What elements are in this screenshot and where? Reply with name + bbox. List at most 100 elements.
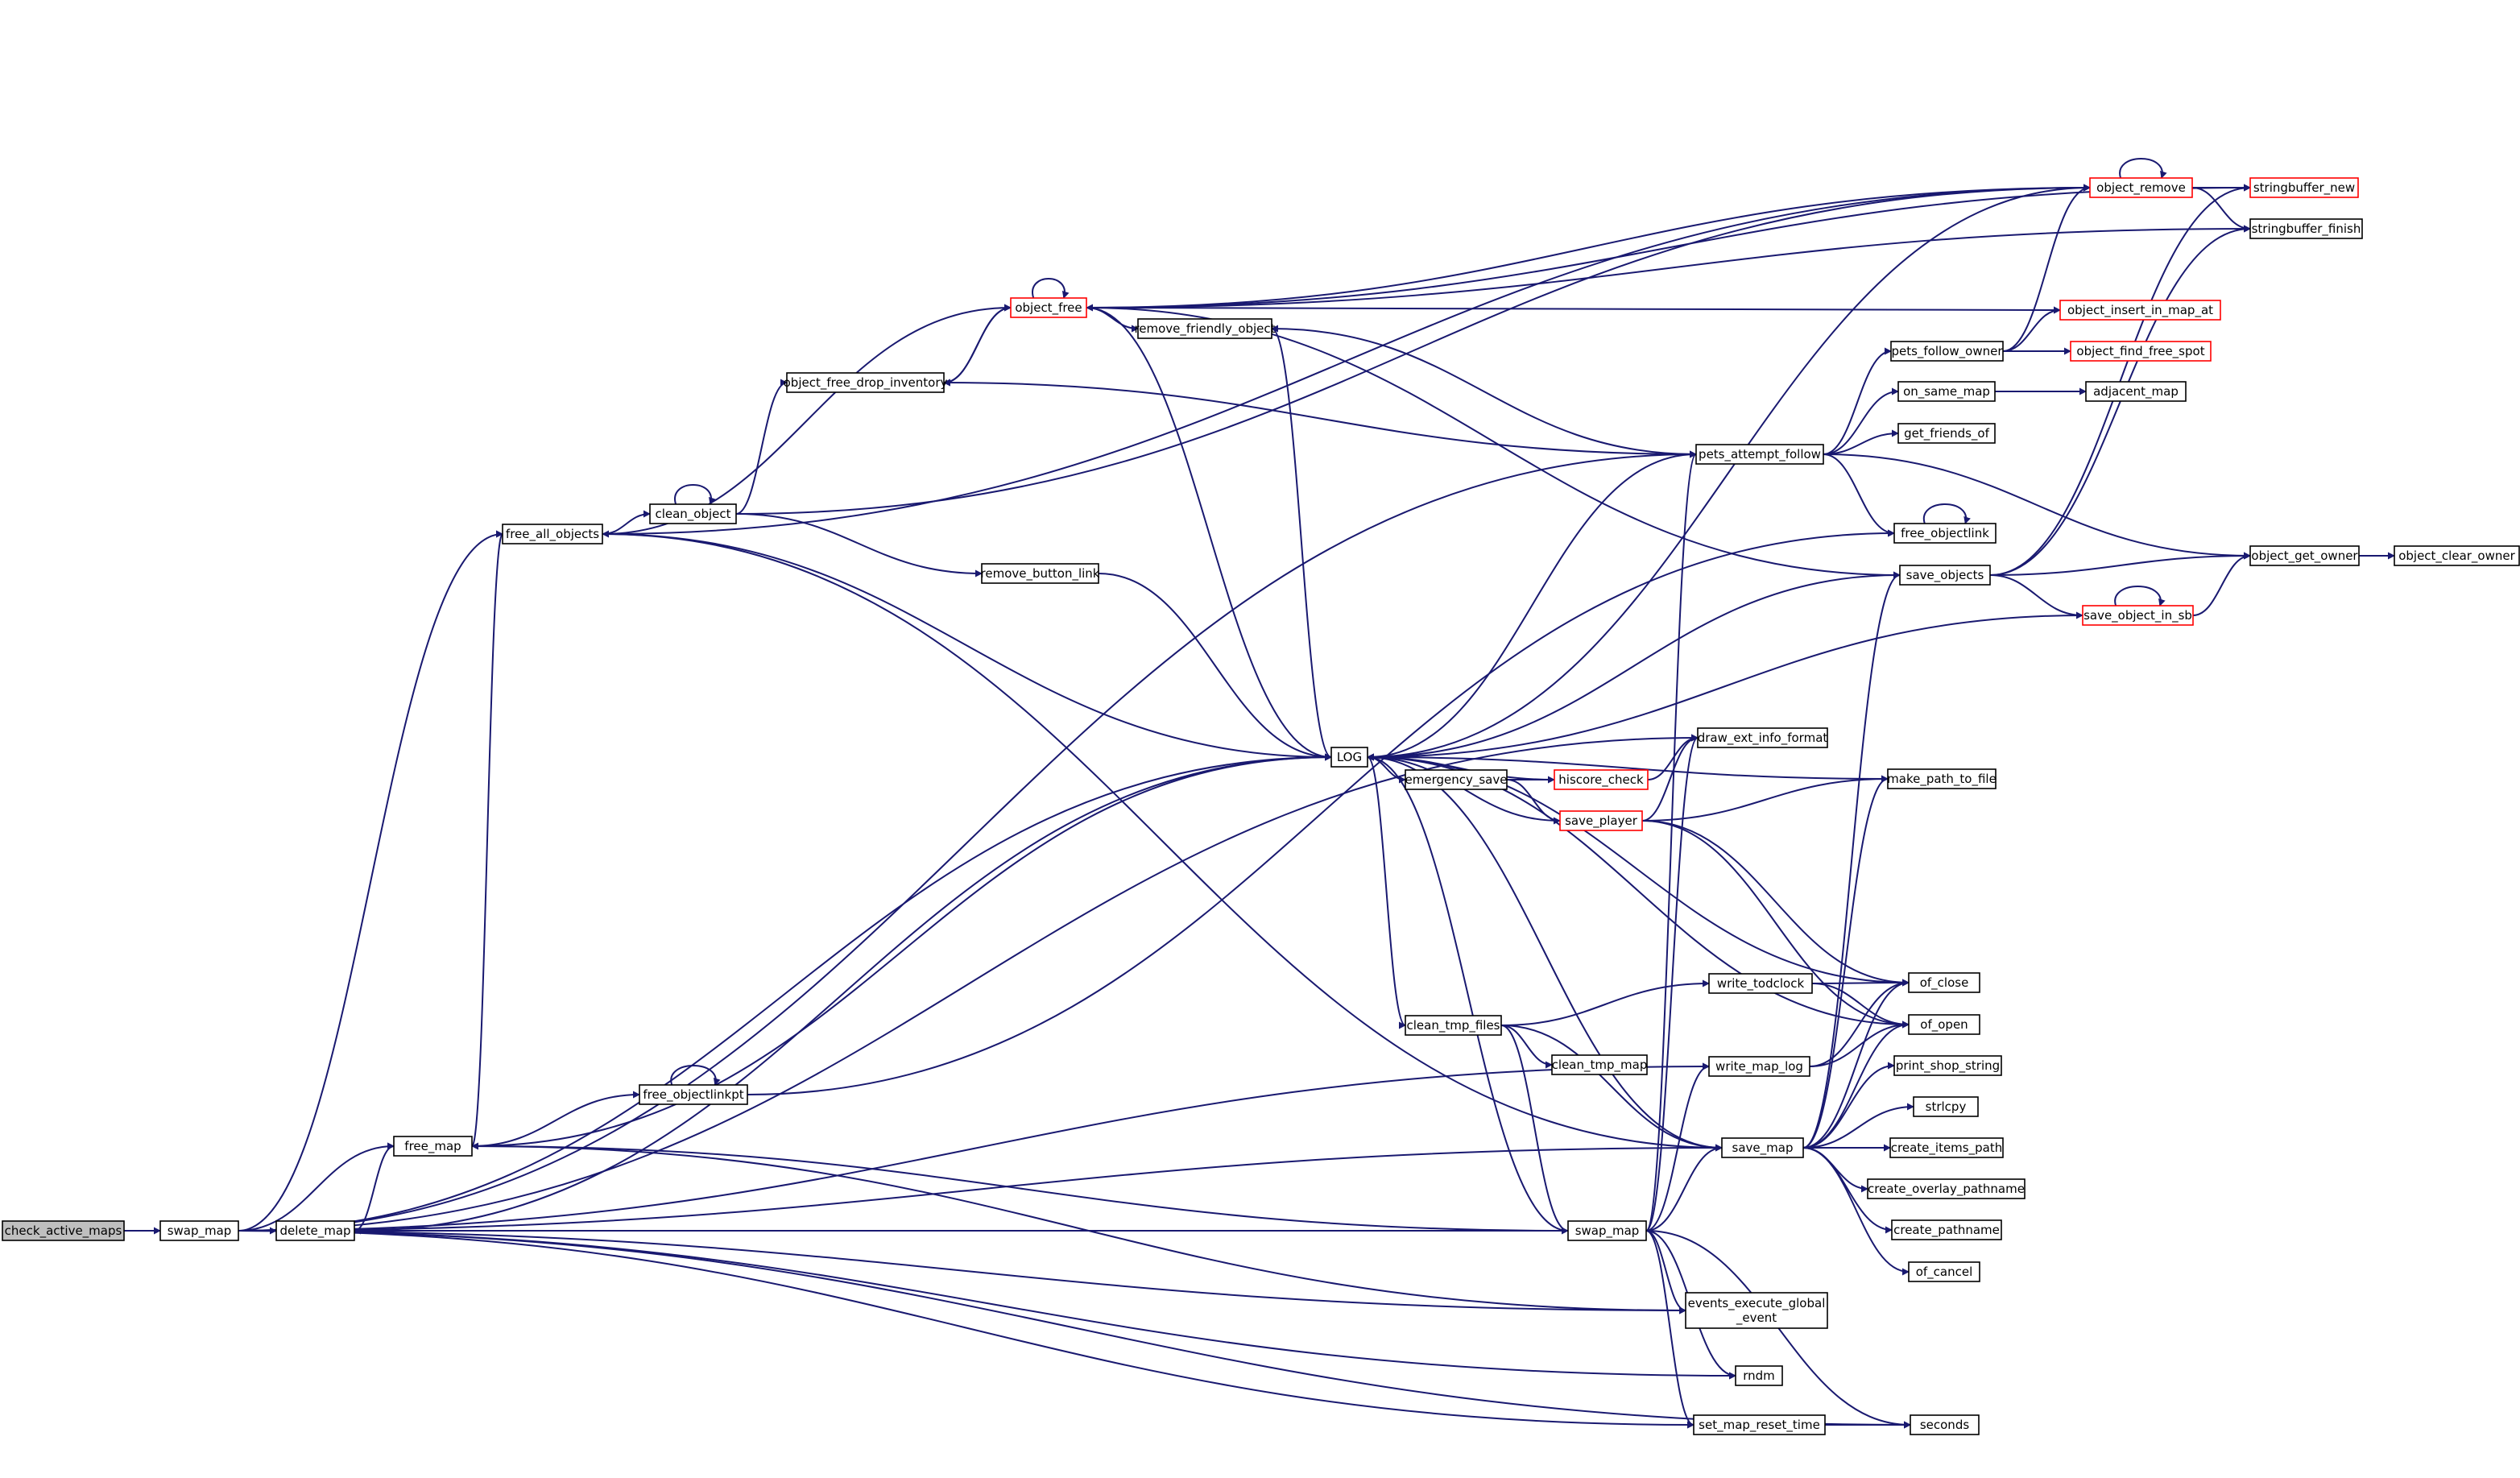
node-object-clear-owner[interactable]: object_clear_owner: [2394, 545, 2520, 566]
node-label: save_player: [1565, 814, 1638, 829]
node-label: clean_tmp_files: [1406, 1018, 1500, 1033]
node-stringbuffer-new[interactable]: stringbuffer_new: [2249, 177, 2359, 198]
node-box: [2249, 545, 2360, 566]
edge-object_free-to-LOG: [1086, 307, 1332, 761]
node-on-same-map[interactable]: on_same_map: [1897, 381, 1996, 402]
node-object-remove[interactable]: object_remove: [2089, 177, 2193, 198]
node-write-map-log[interactable]: write_map_log: [1708, 1056, 1810, 1077]
edge-write_map_log-to-of_open: [1809, 1021, 1910, 1067]
node-box: [639, 1084, 748, 1105]
node-label: strlcpy: [1926, 1099, 1967, 1114]
node-create-items-path[interactable]: create_items_path: [1889, 1137, 2004, 1158]
edge-swap_map_a-to-write_map_log: [238, 1062, 1710, 1232]
node-make-path-to-file[interactable]: make_path_to_file: [1887, 768, 1997, 789]
node-label: set_map_reset_time: [1699, 1418, 1820, 1433]
edge-swap_map_a-to-free_map: [238, 1142, 395, 1232]
node-box: [1405, 1015, 1502, 1036]
node-emergency-save[interactable]: emergency_save: [1405, 769, 1508, 790]
node-pets-attempt-follow[interactable]: pets_attempt_follow: [1695, 444, 1824, 465]
node-box: [1405, 769, 1508, 790]
node-LOG[interactable]: LOG: [1330, 747, 1368, 768]
node-save-map[interactable]: save_map: [1721, 1137, 1804, 1158]
node-box: [981, 563, 1099, 584]
node-box: [2085, 381, 2187, 402]
node-object-get-owner[interactable]: object_get_owner: [2249, 545, 2360, 566]
node-box: [1010, 297, 1087, 318]
edge-save_player-to-of_close: [1641, 820, 1910, 987]
node-box: [2082, 605, 2194, 626]
node-clean-object[interactable]: clean_object: [649, 503, 737, 524]
node-box: [275, 1220, 355, 1241]
node-adjacent-map[interactable]: adjacent_map: [2085, 381, 2187, 402]
node-remove-friendly-object[interactable]: remove_friendly_object: [1134, 318, 1276, 339]
edge-LOG-to-save_objects: [1367, 571, 1901, 758]
node-free-objectlinkpt[interactable]: free_objectlinkpt: [639, 1084, 748, 1105]
node-hiscore-check[interactable]: hiscore_check: [1554, 769, 1649, 790]
edges: [124, 158, 2395, 1429]
edge-save_map-to-of_cancel: [1802, 1147, 1910, 1276]
node-swap-map-b[interactable]: swap_map: [1567, 1220, 1647, 1241]
node-get-friends-of[interactable]: get_friends_of: [1897, 423, 1996, 444]
node-label: check_active_maps: [5, 1223, 122, 1239]
node-object-free[interactable]: object_free: [1010, 297, 1087, 318]
node-box: [1867, 1178, 2026, 1199]
edge-write_todclock-to-of_open: [1811, 983, 1910, 1029]
edge-pets_attempt_follow-to-free_objectlink: [1823, 453, 1895, 537]
node-pets-follow-owner[interactable]: pets_follow_owner: [1890, 341, 2004, 362]
node-box: [2089, 177, 2193, 198]
edge-swap_map_a-to-set_map_reset_time: [238, 1230, 1694, 1429]
node-set-map-reset-time[interactable]: set_map_reset_time: [1693, 1414, 1826, 1435]
node-draw-ext-info-format[interactable]: draw_ext_info_format: [1697, 727, 1828, 748]
node-label: object_get_owner: [2251, 549, 2358, 564]
node-box: [786, 372, 945, 393]
node-box: [1708, 1056, 1810, 1077]
node-label: draw_ext_info_format: [1698, 731, 1828, 746]
edge-save_player-to-draw_ext_info_format: [1641, 734, 1699, 822]
edge-save_map-to-make_path_to_file: [1802, 775, 1889, 1149]
node-save-player[interactable]: save_player: [1559, 810, 1643, 831]
edge-swap_map_a-to-seconds: [238, 1230, 1911, 1429]
node-seconds[interactable]: seconds: [1910, 1414, 1980, 1435]
node-free-map[interactable]: free_map: [393, 1136, 473, 1157]
node-label: _event: [1736, 1310, 1777, 1326]
node-object-find-free-spot[interactable]: object_find_free_spot: [2070, 341, 2212, 362]
edge-free_map-to-events_execute_global_event: [471, 1145, 1686, 1314]
node-label: create_items_path: [1891, 1141, 2002, 1156]
node-save-object-in-sb[interactable]: save_object_in_sb: [2082, 605, 2194, 626]
node-check-active-maps[interactable]: check_active_maps: [2, 1220, 125, 1241]
node-stringbuffer-finish[interactable]: stringbuffer_finish: [2249, 218, 2363, 239]
node-of-open[interactable]: of_open: [1908, 1014, 1980, 1035]
edge-clean_tmp_files-to-clean_tmp_map: [1500, 1025, 1553, 1069]
edge-save_player-to-make_path_to_file: [1641, 775, 1889, 822]
node-swap-map-a[interactable]: swap_map: [159, 1220, 239, 1241]
node-label: clean_object: [655, 507, 730, 522]
node-print-shop-string[interactable]: print_shop_string: [1893, 1055, 2002, 1076]
edge-clean_tmp_files-to-swap_map_b: [1500, 1025, 1569, 1235]
node-rndm[interactable]: rndm: [1735, 1365, 1783, 1386]
edge-swap_map_a-to-draw_ext_info_format: [238, 734, 1699, 1232]
edge-LOG-to-clean_tmp_files: [1367, 756, 1406, 1029]
node-clean-tmp-files[interactable]: clean_tmp_files: [1405, 1015, 1502, 1036]
node-free-all-objects[interactable]: free_all_objects: [502, 524, 603, 544]
node-object-insert-in-map-at[interactable]: object_insert_in_map_at: [2059, 300, 2221, 321]
node-save-objects[interactable]: save_objects: [1899, 565, 1991, 586]
node-object-free-drop-inventory[interactable]: object_free_drop_inventory: [784, 372, 948, 393]
node-create-pathname[interactable]: create_pathname: [1891, 1219, 2002, 1240]
node-delete-map[interactable]: delete_map: [275, 1220, 355, 1241]
node-clean-tmp-map[interactable]: clean_tmp_map: [1551, 1054, 1648, 1075]
edge-save_map-to-strlcpy: [1802, 1103, 1914, 1149]
node-remove-button-link[interactable]: remove_button_link: [981, 563, 1100, 584]
node-label: pets_follow_owner: [1891, 344, 2003, 359]
node-of-cancel[interactable]: of_cancel: [1908, 1261, 1980, 1282]
node-label: print_shop_string: [1896, 1058, 2000, 1074]
node-create-overlay-pathname[interactable]: create_overlay_pathname: [1867, 1178, 2026, 1199]
node-label: of_close: [1920, 975, 1969, 991]
edge-object_free-to-object_free: [1032, 278, 1070, 299]
node-label: object_find_free_spot: [2076, 344, 2204, 359]
node-of-close[interactable]: of_close: [1908, 972, 1980, 993]
node-strlcpy[interactable]: strlcpy: [1913, 1096, 1979, 1117]
node-events-execute-global-event[interactable]: events_execute_global_event: [1685, 1292, 1828, 1329]
edge-swap_map_a-to-free_all_objects: [238, 530, 503, 1232]
node-write-todclock[interactable]: write_todclock: [1708, 973, 1813, 994]
node-free-objectlink[interactable]: free_objectlink: [1893, 523, 1997, 544]
